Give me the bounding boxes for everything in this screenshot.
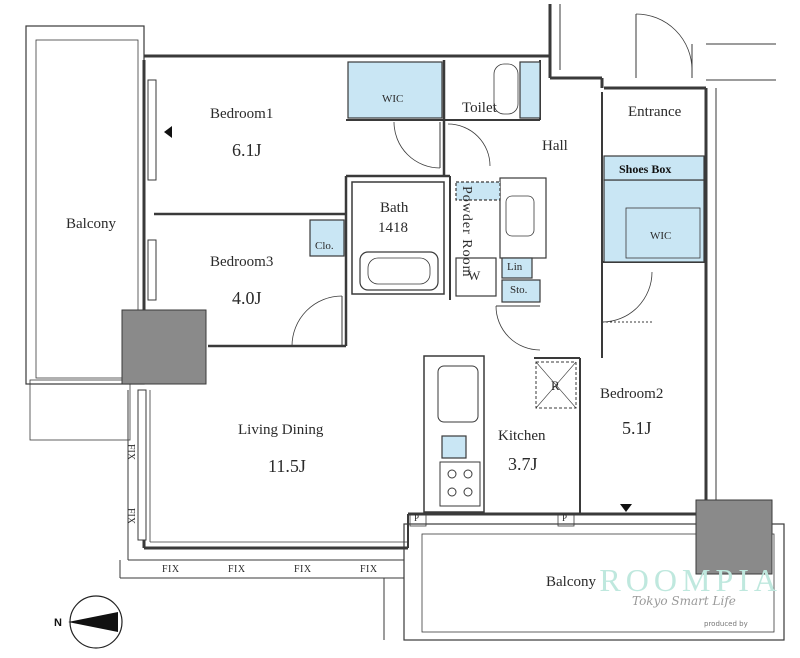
fix-window-label-bottom-2: FIX: [228, 564, 246, 575]
pipe-shaft-label-2: P: [562, 513, 568, 523]
room-label-entrance: Entrance: [628, 104, 682, 120]
balcony-left-lower: [29, 379, 131, 441]
room-size-bedroom2: 5.1J: [622, 418, 652, 438]
watermark-tagline: Tokyo Smart Life: [632, 594, 736, 608]
sink-storage: [441, 435, 467, 459]
clo-storage: [309, 219, 345, 257]
storage-label-washer: W: [468, 268, 481, 283]
toilet-bowl: [493, 63, 519, 115]
room-label-balcony-bottom: Balcony: [546, 574, 596, 590]
watermark-brand: ROOMPIA: [599, 562, 782, 598]
room-size-living-dining: 11.5J: [268, 456, 306, 476]
storage-label-fridge: R: [551, 378, 560, 393]
wic-top-storage: [347, 61, 443, 119]
room-size-bedroom1: 6.1J: [232, 140, 262, 160]
bathtub: [359, 251, 439, 291]
room-label-living-dining: Living Dining: [238, 422, 324, 438]
room-label-bedroom1: Bedroom1: [210, 106, 274, 122]
compass-north-label: N: [54, 617, 62, 629]
fridge-space: [535, 361, 577, 409]
room-label-bedroom3: Bedroom3: [210, 254, 274, 270]
room-label-hall: Hall: [542, 138, 568, 154]
storage-label-wic-top: WIC: [382, 93, 404, 105]
washer-space: [455, 257, 497, 297]
pipe-shaft-label-1: P: [414, 513, 420, 523]
room-label-balcony-left: Balcony: [66, 216, 116, 232]
storage-label-wic-right: WIC: [650, 230, 672, 242]
kitchen-counter: [423, 355, 485, 513]
storage-label-shoes-box: Shoes Box: [619, 162, 672, 176]
cooktop: [439, 461, 481, 507]
column-left: [121, 309, 207, 385]
wic-right-storage: [603, 179, 705, 263]
window-arrow-bedroom1: [164, 126, 172, 138]
fix-window-label-bottom-1: FIX: [162, 564, 180, 575]
shoes-box-storage: [603, 155, 705, 181]
column-right: [695, 499, 773, 575]
room-label-bedroom2: Bedroom2: [600, 386, 664, 402]
room-label-bath: Bath: [380, 200, 409, 216]
storage-label-lin: Lin: [507, 261, 523, 273]
bath-area: [351, 181, 445, 295]
room-label-powder-room: Powder Room: [459, 186, 474, 278]
storage-label-clo: Clo.: [315, 240, 334, 252]
window-arrow-bedroom2: [620, 504, 632, 512]
watermark-credit: produced by: [704, 620, 748, 628]
lin-storage: [501, 257, 533, 279]
fix-window-label-bottom-4: FIX: [360, 564, 378, 575]
balcony-bottom-outline: [403, 523, 785, 641]
sto-storage: [501, 279, 541, 303]
room-size-bedroom3: 4.0J: [232, 288, 262, 308]
balcony-left-inner: [35, 39, 139, 379]
room-label-toilet: Toilet: [462, 100, 497, 116]
room-size-kitchen: 3.7J: [508, 454, 538, 474]
toilet-storage: [519, 61, 541, 119]
storage-label-sto: Sto.: [510, 284, 528, 296]
fix-window-label-left-1: FIX: [125, 444, 136, 461]
fix-window-label-left-2: FIX: [125, 508, 136, 525]
compass-icon: [68, 595, 123, 649]
powder-storage: [455, 181, 501, 201]
room-label-kitchen: Kitchen: [498, 428, 546, 444]
room-size-bath: 1418: [378, 220, 408, 236]
fix-window-label-bottom-3: FIX: [294, 564, 312, 575]
